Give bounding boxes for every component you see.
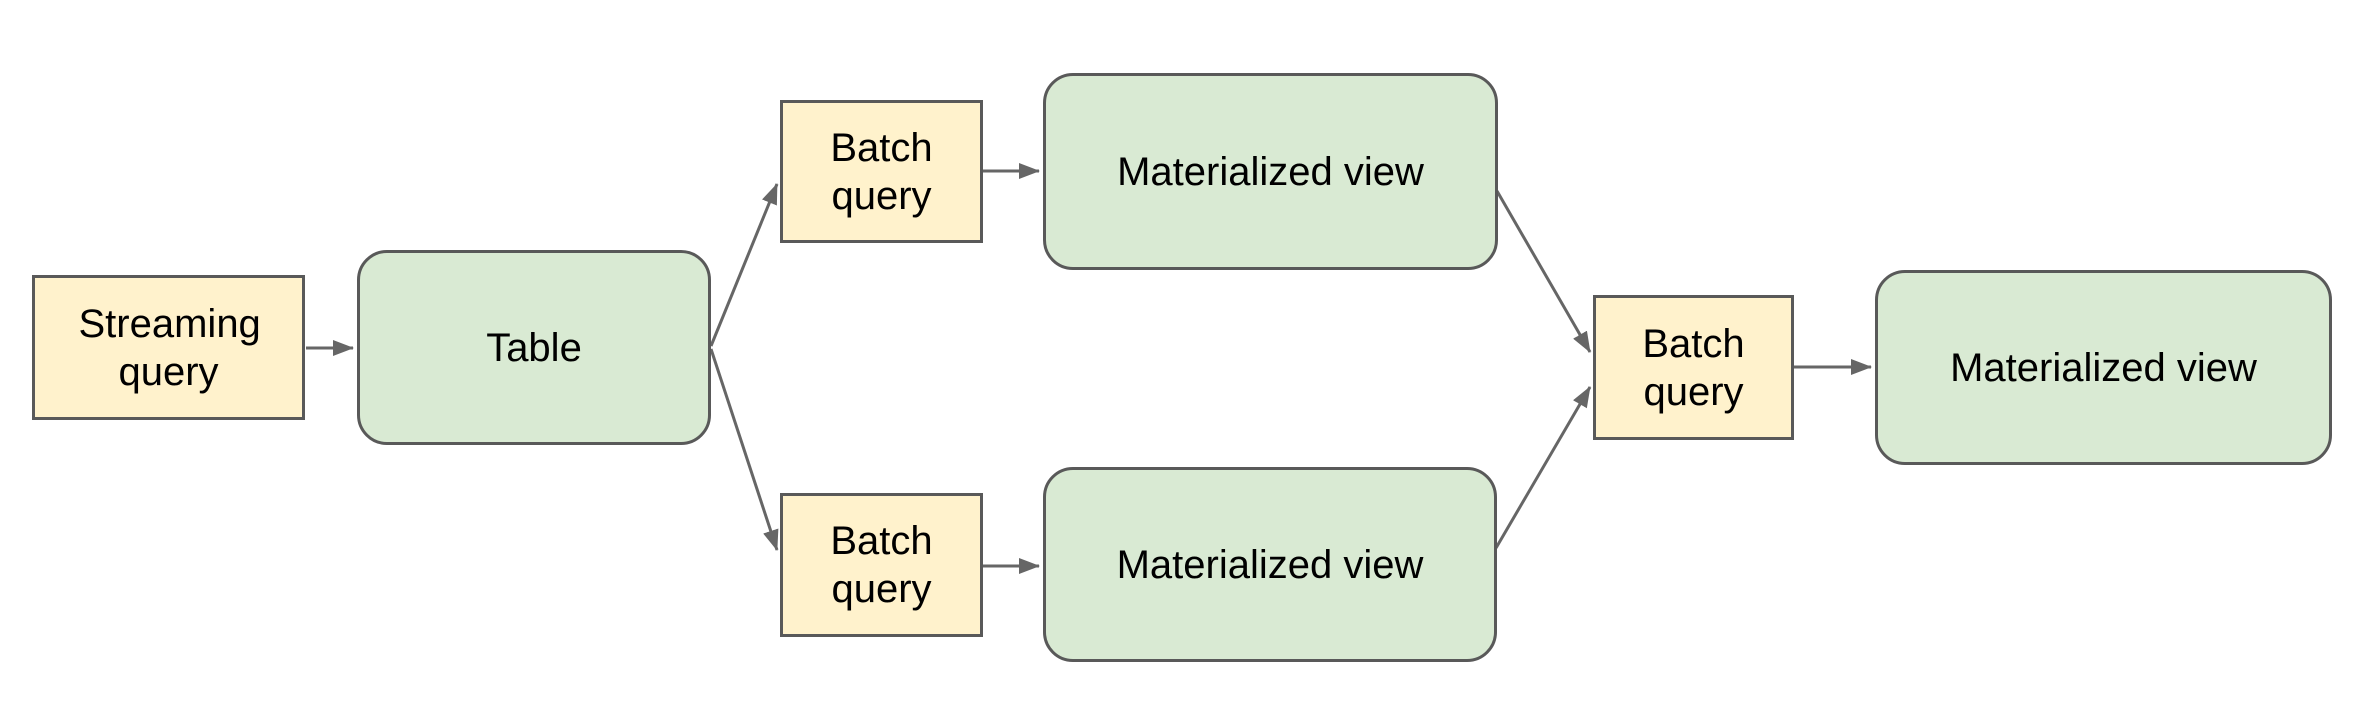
edge-materialized-view-bottom-to-batch-query-merge — [1494, 386, 1592, 549]
node-label: Materialized view — [1116, 542, 1424, 587]
node-label: Batch query — [830, 519, 933, 611]
node-table: Table — [357, 250, 711, 445]
node-materialized-view-bottom: Materialized view — [1043, 467, 1497, 662]
node-label: Table — [486, 325, 582, 370]
node-batch-query-bottom: Batch query — [780, 493, 983, 637]
edge-table-to-batch-query-top — [709, 183, 779, 347]
node-label: Streaming query — [78, 301, 261, 394]
node-batch-query-top: Batch query — [780, 100, 983, 243]
node-materialized-view-top: Materialized view — [1043, 73, 1498, 270]
edge-table-to-batch-query-bottom — [709, 348, 779, 551]
node-label: Materialized view — [1950, 345, 2257, 390]
node-label: Batch query — [1642, 321, 1745, 414]
node-streaming-query: Streaming query — [32, 275, 305, 420]
node-materialized-view-final: Materialized view — [1875, 270, 2332, 465]
node-batch-query-merge: Batch query — [1593, 295, 1794, 440]
node-label: Batch query — [830, 125, 933, 218]
edge-materialized-view-top-to-batch-query-merge — [1495, 190, 1592, 353]
node-label: Materialized view — [1117, 149, 1424, 194]
